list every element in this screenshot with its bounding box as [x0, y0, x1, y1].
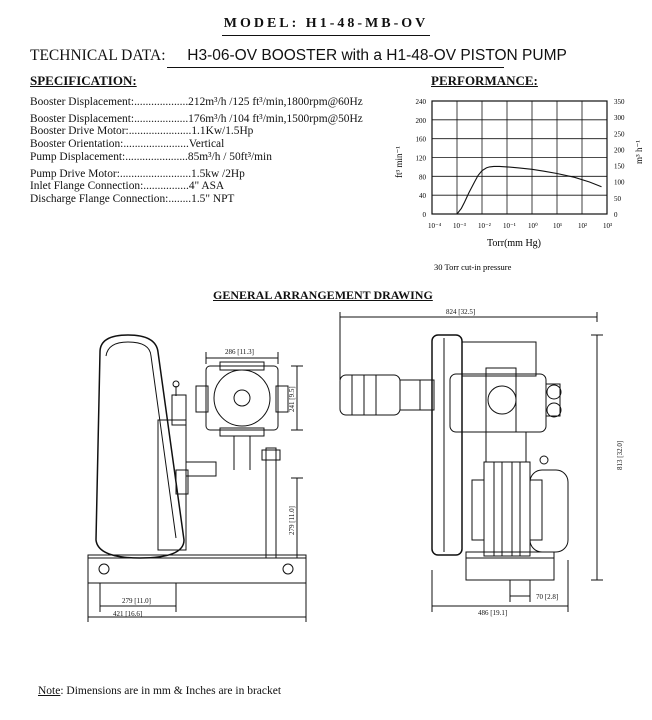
dim-824: 824 [32.5] — [446, 308, 475, 316]
y-right-tick-label: 250 — [614, 130, 625, 138]
y-right-tick-label: 100 — [614, 179, 625, 187]
y-right-tick-label: 150 — [614, 163, 625, 171]
dim-421: 421 [16.6] — [113, 610, 142, 618]
y-right-tick-label: 200 — [614, 146, 625, 154]
y-right-tick-label: 350 — [614, 98, 625, 106]
spec-row: Inlet Flange Connection:................… — [30, 180, 225, 192]
technical-data-label: TECHNICAL DATA: — [30, 47, 166, 64]
y-left-tick-label: 80 — [419, 173, 427, 181]
dim-286: 286 [11.3] — [225, 348, 254, 356]
y-left-axis-label: ft³ min⁻¹ — [394, 146, 404, 178]
technical-data-value: H3-06-OV BOOSTER with a H1-48-OV PISTON … — [187, 47, 567, 64]
x-tick-label: 10¹ — [553, 222, 562, 230]
dimensions-note: Note: Dimensions are in mm & Inches are … — [38, 685, 281, 697]
dim-486: 486 [19.1] — [478, 609, 507, 617]
x-tick-label: 10² — [578, 222, 587, 230]
note-label: Note — [38, 685, 61, 697]
cut-in-note: 30 Torr cut-in pressure — [434, 262, 512, 272]
specification-heading: SPECIFICATION: — [30, 73, 137, 88]
x-tick-label: 10³ — [603, 222, 612, 230]
y-left-tick-label: 40 — [419, 192, 427, 200]
dim-279-horizontal: 279 [11.0] — [122, 597, 151, 605]
arrangement-drawing: 286 [11.3] 241 [9.5] 279 [11.0] 279 [11.… — [87, 308, 624, 622]
x-tick-label: 10⁰ — [528, 222, 538, 230]
x-tick-label: 10⁻¹ — [503, 222, 516, 230]
y-right-tick-label: 0 — [614, 211, 618, 219]
drawing-heading: GENERAL ARRANGEMENT DRAWING — [213, 288, 433, 302]
x-axis-label: Torr(mm Hg) — [487, 238, 541, 249]
dim-70: 70 [2.8] — [536, 593, 558, 601]
x-tick-label: 10⁻³ — [453, 222, 466, 230]
spec-row: Pump Displacement:......................… — [30, 151, 272, 163]
dim-279-vertical: 279 [11.0] — [288, 506, 296, 535]
note-text: : Dimensions are in mm & Inches are in b… — [60, 685, 282, 697]
technical-data: TECHNICAL DATA: H3-06-OV BOOSTER with a … — [30, 47, 567, 65]
spec-row: Booster Displacement:...................… — [30, 113, 363, 125]
model-title: MODEL: H1-48-MB-OV — [223, 16, 429, 31]
spec-row: Booster Displacement:...................… — [30, 96, 363, 108]
dim-813: 813 [32.0] — [616, 441, 624, 470]
x-tick-label: 10⁻⁴ — [428, 222, 442, 230]
model-underline — [222, 35, 430, 36]
y-left-tick-label: 200 — [416, 117, 427, 125]
x-tick-label: 10⁻² — [478, 222, 491, 230]
performance-chart: 10⁻⁴ 10⁻³ 10⁻² 10⁻¹ 10⁰ 10¹ 10² 10³ 240 200 160 120… — [394, 98, 644, 272]
y-left-tick-label: 120 — [416, 155, 427, 163]
performance-curve — [456, 165, 602, 215]
y-right-axis-label: m³ h⁻¹ — [634, 140, 644, 164]
spec-row: Discharge Flange Connection:........1.5"… — [30, 193, 235, 205]
technical-data-underline — [167, 67, 504, 68]
y-right-tick-label: 300 — [614, 114, 625, 122]
y-left-tick-label: 0 — [423, 211, 427, 219]
spec-row: Booster Orientation:....................… — [30, 138, 225, 150]
side-view — [87, 334, 307, 622]
front-view — [339, 312, 603, 612]
y-right-tick-label: 50 — [614, 195, 622, 203]
spec-row: Pump Drive Motor:.......................… — [30, 168, 245, 180]
dim-241: 241 [9.5] — [288, 386, 296, 412]
performance-heading: PERFORMANCE: — [431, 73, 538, 88]
spec-row: Booster Drive Motor:....................… — [30, 125, 254, 137]
y-left-tick-label: 160 — [416, 136, 427, 144]
y-left-tick-label: 240 — [416, 98, 427, 106]
